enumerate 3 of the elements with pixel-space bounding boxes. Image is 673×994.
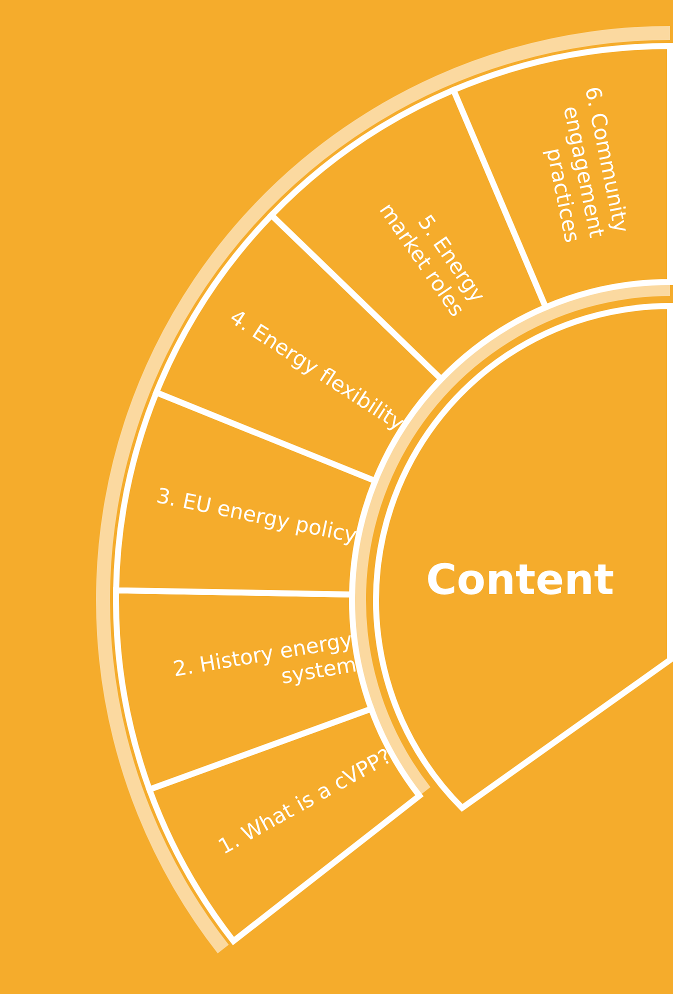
center-title: Content <box>424 555 616 604</box>
segment-title: 3. EU energy policy <box>154 482 359 548</box>
segment-title: 2. History energy system <box>170 628 358 691</box>
